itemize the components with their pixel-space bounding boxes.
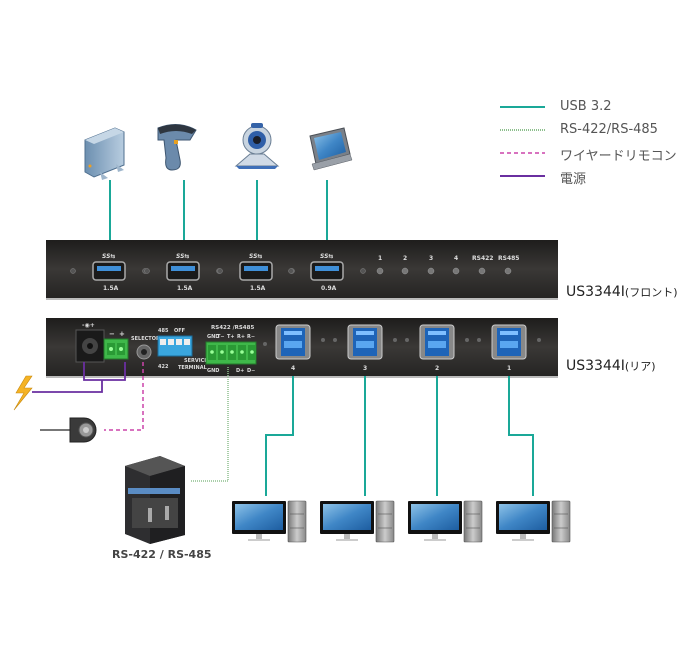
rack-label: RS-422 / RS-485: [112, 548, 212, 561]
front-model-name: US3344I: [566, 284, 625, 300]
dip-label-terminal: TERMINAL: [178, 365, 208, 371]
power-terminal-block: [103, 338, 129, 360]
led-label: 2: [403, 255, 407, 262]
legend: [500, 106, 545, 177]
front-panel: SS⇆ 1.5A SS⇆ 1.5A SS⇆ 1.5A SS⇆ 0.9A 1 2 3 4 RS422 RS…: [46, 240, 558, 300]
power-source-icon: [13, 375, 33, 411]
dc-power-jack: [75, 329, 105, 363]
rear-usb-b-port-4[interactable]: 4: [275, 324, 337, 372]
rear-model-label: US3344I(リア): [566, 358, 656, 374]
wired-remote-icon[interactable]: [40, 417, 97, 443]
rear-model-suffix: (リア): [624, 360, 656, 373]
computer-1-icon: [232, 500, 307, 543]
front-model-suffix: (フロント): [624, 286, 678, 299]
rs-pin-label: T−: [217, 334, 225, 340]
front-usb-port-4[interactable]: SS⇆ 0.9A: [288, 253, 366, 292]
usb-connections-rear: [265, 376, 534, 496]
computer-3-icon: [408, 500, 483, 543]
port-current-label: 0.9A: [321, 285, 337, 292]
dip-label-485: 485: [158, 328, 169, 334]
terminal-plus: +: [119, 330, 125, 338]
terminal-minus: −: [109, 330, 115, 338]
remote-selector-jack[interactable]: [136, 344, 152, 360]
front-model-label: US3344I(フロント): [566, 284, 678, 300]
port-current-label: 1.5A: [103, 285, 119, 292]
rs-pin-label: R+: [237, 334, 245, 340]
front-usb-port-2[interactable]: SS⇆ 1.5A: [144, 253, 222, 292]
rear-panel: -◉+ − + SELECTOR 485 OFF 422 SERVICE: [46, 318, 558, 378]
rs-pin-label: GND: [207, 334, 219, 340]
front-usb-port-3[interactable]: SS⇆ 1.5A: [217, 253, 295, 292]
webcam-icon: [234, 123, 280, 169]
rs-pin-label: D+: [236, 368, 244, 374]
rs-connection: [190, 367, 229, 482]
server-rack-icon: [125, 456, 185, 544]
led-label: RS485: [498, 255, 519, 262]
legend-label-remote: ワイヤードリモコン: [560, 149, 677, 164]
external-hard-drive-icon: [84, 127, 125, 180]
computer-4-icon: [496, 500, 571, 543]
usb-connections-front: [109, 180, 328, 250]
rs-pin-label: T+: [227, 334, 235, 340]
rs-pin-label: R−: [247, 334, 255, 340]
legend-label-rs: RS-422/RS-485: [560, 122, 658, 137]
remote-connection: [104, 362, 144, 431]
rs-pin-label: GND: [207, 368, 219, 374]
barcode-scanner-icon: [157, 124, 197, 171]
computer-2-icon: [320, 500, 395, 543]
front-led-3: 3: [427, 255, 435, 275]
front-led-2: 2: [401, 255, 409, 275]
dip-switch[interactable]: [157, 335, 193, 357]
superspeed-logo-icon: SS⇆: [249, 253, 262, 260]
front-led-4: 4: [452, 255, 460, 275]
port-current-label: 1.5A: [177, 285, 193, 292]
legend-label-usb: USB 3.2: [560, 99, 612, 114]
rear-usb-b-port-1[interactable]: 1: [491, 324, 541, 372]
rear-model-name: US3344I: [566, 358, 625, 374]
led-label: 4: [454, 255, 458, 262]
superspeed-logo-icon: SS⇆: [176, 253, 189, 260]
dip-label-422: 422: [158, 364, 169, 370]
touchscreen-terminal-icon: [309, 127, 353, 171]
rear-port-number: 4: [291, 365, 295, 372]
rs-pin-label: D−: [247, 368, 255, 374]
led-label: RS422: [472, 255, 493, 262]
rear-usb-b-port-3[interactable]: 3: [347, 324, 409, 372]
rear-port-number: 3: [363, 365, 367, 372]
front-led-1: 1: [376, 255, 384, 275]
port-current-label: 1.5A: [250, 285, 266, 292]
rs-header-label: RS422 /RS485: [211, 325, 254, 331]
superspeed-logo-icon: SS⇆: [320, 253, 333, 260]
superspeed-logo-icon: SS⇆: [102, 253, 115, 260]
rear-usb-b-port-2[interactable]: 2: [419, 324, 481, 372]
led-label: 1: [378, 255, 382, 262]
selector-label: SELECTOR: [131, 336, 160, 342]
legend-label-power: 電源: [560, 172, 587, 187]
dip-label-off: OFF: [174, 328, 185, 334]
dip-label-service: SERVICE: [184, 358, 208, 364]
front-led-rs485: RS485: [498, 255, 519, 275]
rs-terminal-block: [205, 341, 257, 365]
power-connections: [32, 362, 126, 393]
led-label: 3: [429, 255, 433, 262]
front-led-rs422: RS422: [472, 255, 493, 275]
rear-port-number: 1: [507, 365, 511, 372]
rear-port-number: 2: [435, 365, 439, 372]
power-polarity-symbol: -◉+: [82, 322, 95, 329]
